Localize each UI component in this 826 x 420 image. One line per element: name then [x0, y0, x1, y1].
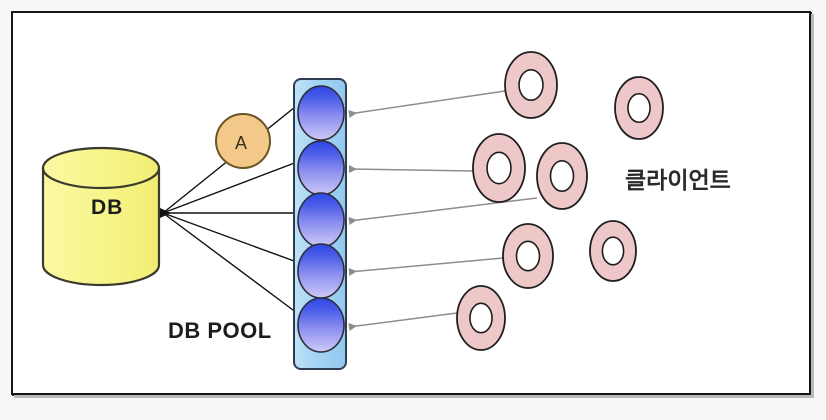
agent-label: A: [235, 133, 248, 153]
client-to-pool-arrows: [348, 90, 538, 331]
arrow-4: [348, 257, 504, 276]
db-pool-label: DB POOL: [168, 318, 272, 343]
arrow-1: [348, 90, 506, 118]
pool-connection-slots: [297, 85, 345, 353]
client-node[interactable]: [614, 76, 664, 140]
arrow-3: [348, 197, 538, 225]
db-pool-container[interactable]: [293, 78, 347, 370]
client-node[interactable]: [502, 223, 554, 289]
pool-connection-slot-3[interactable]: [297, 192, 345, 248]
db-link-5: [162, 212, 306, 320]
client-node[interactable]: [456, 285, 506, 351]
client-nodes: [456, 51, 664, 351]
db-pool-architecture-diagram: [41, 51, 664, 370]
pool-connection-slot-1[interactable]: [297, 85, 345, 141]
client-7-hole: [469, 302, 493, 334]
arrow-5: [348, 312, 458, 331]
agent-circle-shape: [215, 113, 271, 169]
arrow-2: [348, 165, 475, 173]
client-4-hole: [549, 160, 575, 192]
database-body: [41, 166, 161, 287]
database-top-ellipse: [41, 146, 161, 190]
client-node[interactable]: [536, 142, 588, 210]
client-node[interactable]: [504, 51, 558, 119]
db-inbound-arrowhead: [160, 208, 171, 218]
client-5-hole: [515, 240, 541, 272]
client-1-hole: [518, 69, 544, 101]
client-node[interactable]: [589, 220, 637, 282]
pool-connection-slot-2[interactable]: [297, 140, 345, 196]
client-6-hole: [601, 236, 625, 266]
agent-a-circle[interactable]: [215, 113, 271, 169]
db-link-2: [162, 158, 306, 214]
client-group-label: 클라이언트: [625, 167, 731, 193]
diagram-frame: DB A DB POOL 클라이언트: [11, 11, 811, 395]
database-label: DB: [91, 196, 124, 219]
client-2-hole: [627, 92, 651, 124]
client-3-hole: [486, 151, 512, 185]
database-cylinder[interactable]: [41, 146, 161, 287]
client-node[interactable]: [472, 133, 526, 203]
db-link-4: [162, 212, 306, 266]
pool-connection-slot-5[interactable]: [297, 297, 345, 353]
pool-connection-slot-4[interactable]: [297, 243, 345, 299]
